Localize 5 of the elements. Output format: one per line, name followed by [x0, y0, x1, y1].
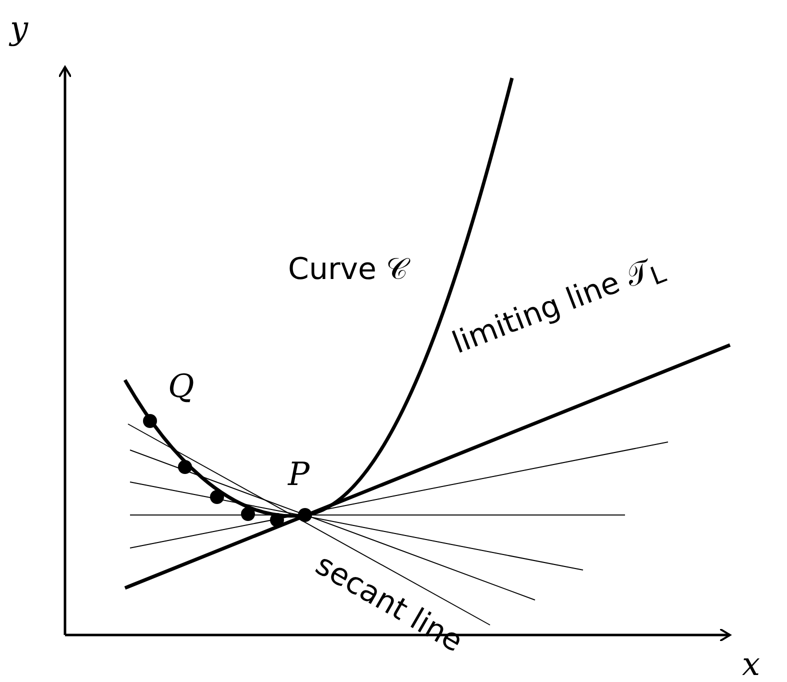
axis-label: y — [10, 12, 28, 44]
curve-label: Curve 𝒞 — [288, 255, 408, 285]
point-label: Q — [168, 370, 194, 402]
point-label: P — [288, 458, 310, 490]
axis-label: x — [742, 648, 760, 680]
